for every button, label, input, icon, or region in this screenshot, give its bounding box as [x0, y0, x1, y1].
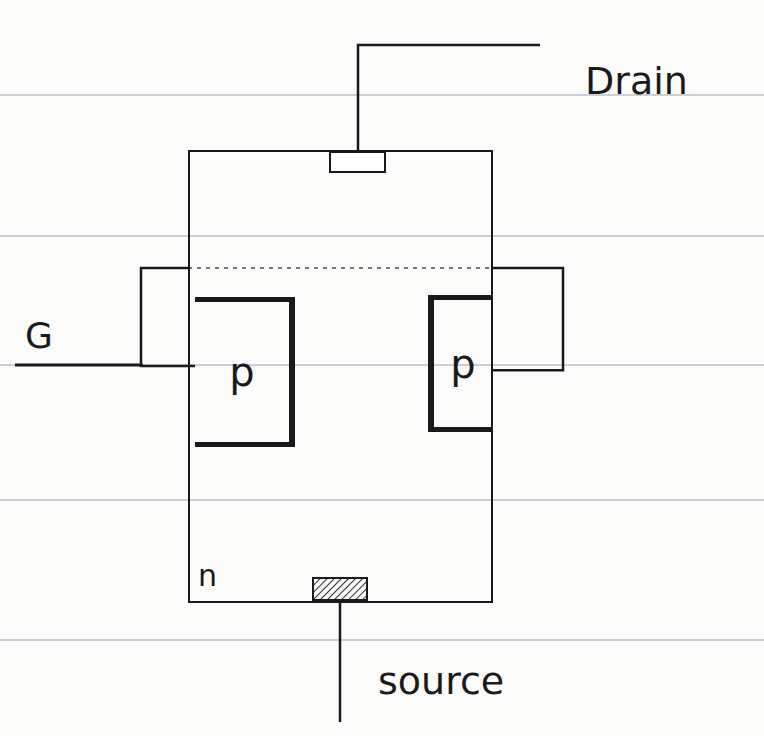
terminal-name: Drain: [585, 62, 688, 100]
n-channel-bar: n p p: [188, 150, 493, 603]
source-contact: [313, 578, 367, 600]
p-gate-region: p: [428, 295, 492, 432]
region-letter: p: [229, 352, 254, 392]
gate-wire: [141, 268, 195, 366]
ruled-lines: [0, 95, 764, 640]
drain-contact: [330, 152, 385, 172]
p-gate-region: p: [195, 297, 295, 447]
gate-wire: [492, 268, 563, 370]
source-lead: [339, 600, 342, 722]
dashed-gate-link: [188, 267, 493, 269]
region-letter: p: [450, 344, 475, 384]
region-letter: n: [198, 561, 217, 591]
gate-connection: [141, 268, 563, 370]
drain-lead: [358, 45, 540, 150]
gate-lead: [15, 364, 143, 367]
terminal-name: G: [25, 318, 53, 354]
terminal-name: source: [378, 662, 504, 700]
